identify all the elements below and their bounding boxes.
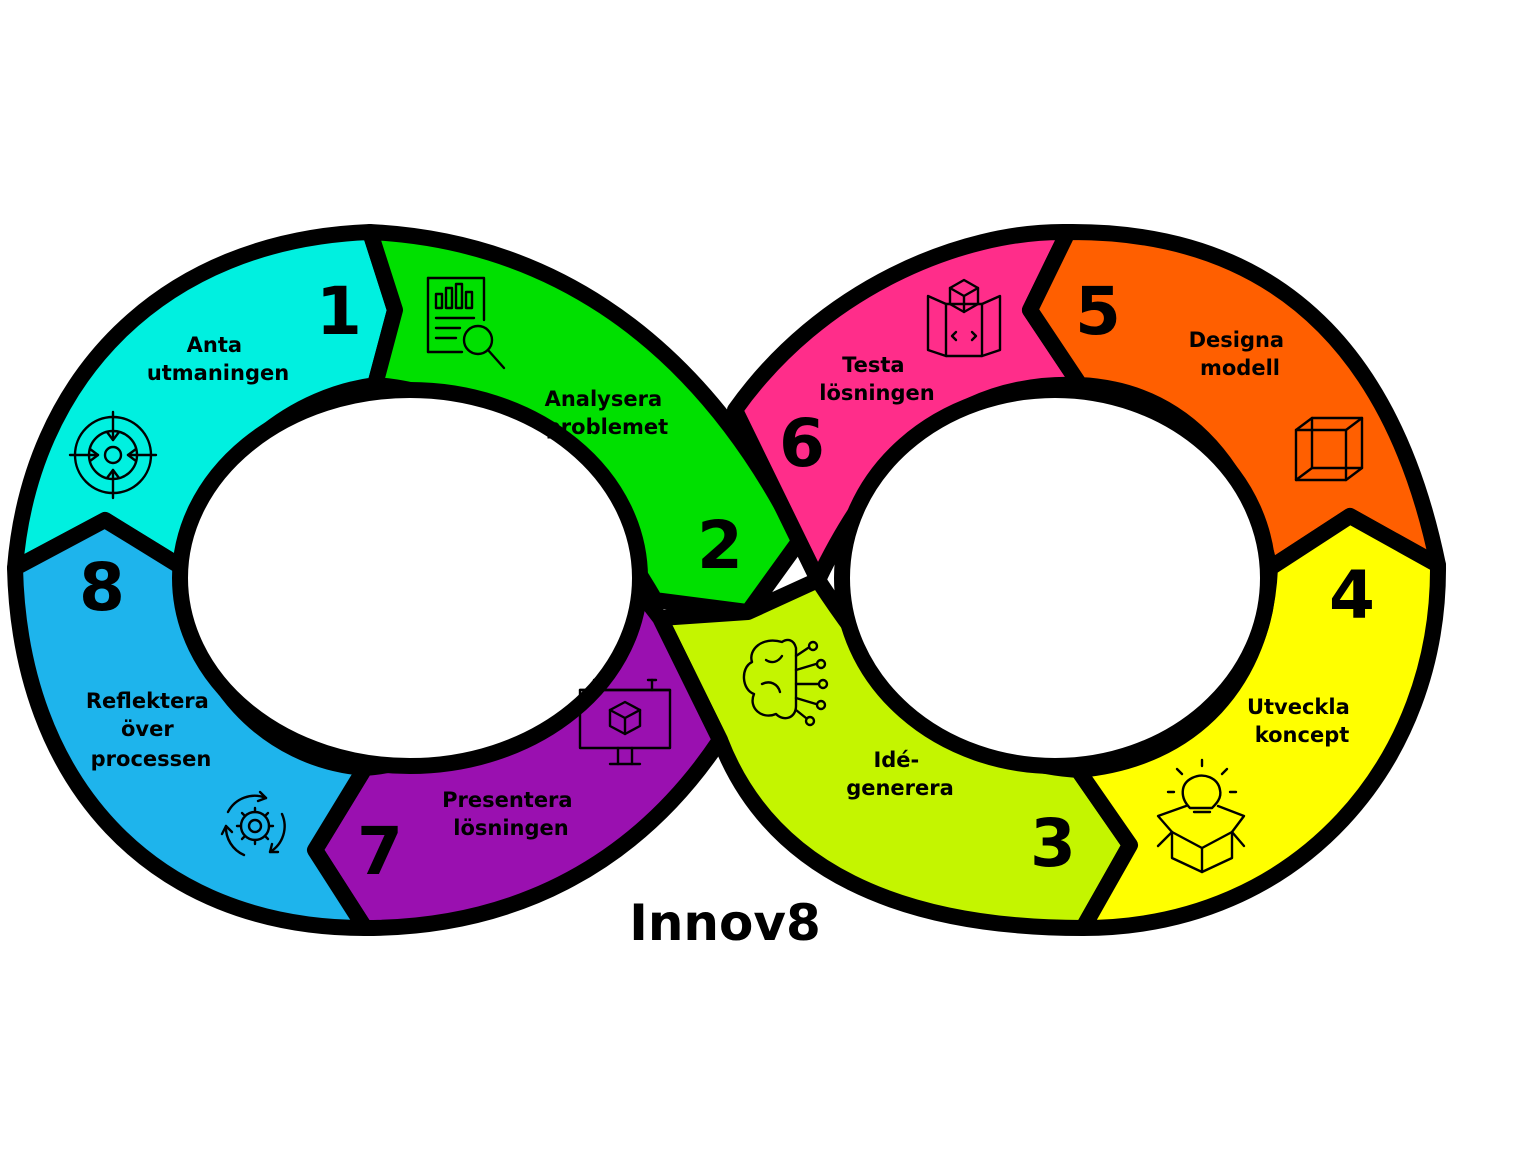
monitor-cube-icon (578, 678, 672, 766)
step-label-7: Presentera lösningen (442, 788, 580, 840)
step-number-8: 8 (79, 549, 125, 626)
step-number-6: 6 (779, 405, 825, 482)
diagram-title: Innov8 (629, 894, 821, 952)
step-label-1: Anta utmaningen (147, 333, 289, 385)
right-loop-hole (834, 382, 1276, 774)
report-magnifier-icon (426, 276, 506, 370)
step-number-4: 4 (1329, 557, 1375, 634)
step-label-8: Reflektera över processen (86, 689, 216, 771)
step-label-6: Testa lösningen (819, 353, 934, 405)
gear-cycle-icon (220, 790, 286, 857)
target-icon (68, 410, 158, 500)
step-number-3: 3 (1030, 805, 1076, 882)
step-number-2: 2 (697, 507, 743, 584)
brain-circuit-icon (742, 638, 829, 727)
step-label-5: Designa modell (1189, 328, 1292, 380)
step-number-1: 1 (316, 273, 362, 350)
step-label-2: Analysera problemet (545, 387, 670, 439)
step-label-4: Utveckla koncept (1247, 695, 1357, 747)
step-number-5: 5 (1075, 273, 1121, 350)
lightbulb-box-icon (1156, 758, 1246, 874)
step-label-3: Idé- generera (846, 748, 954, 800)
step-number-7: 7 (357, 813, 403, 890)
blueprint-cube-icon (926, 278, 1002, 358)
wireframe-cube-icon (1294, 416, 1364, 482)
left-loop-hole (172, 382, 648, 774)
